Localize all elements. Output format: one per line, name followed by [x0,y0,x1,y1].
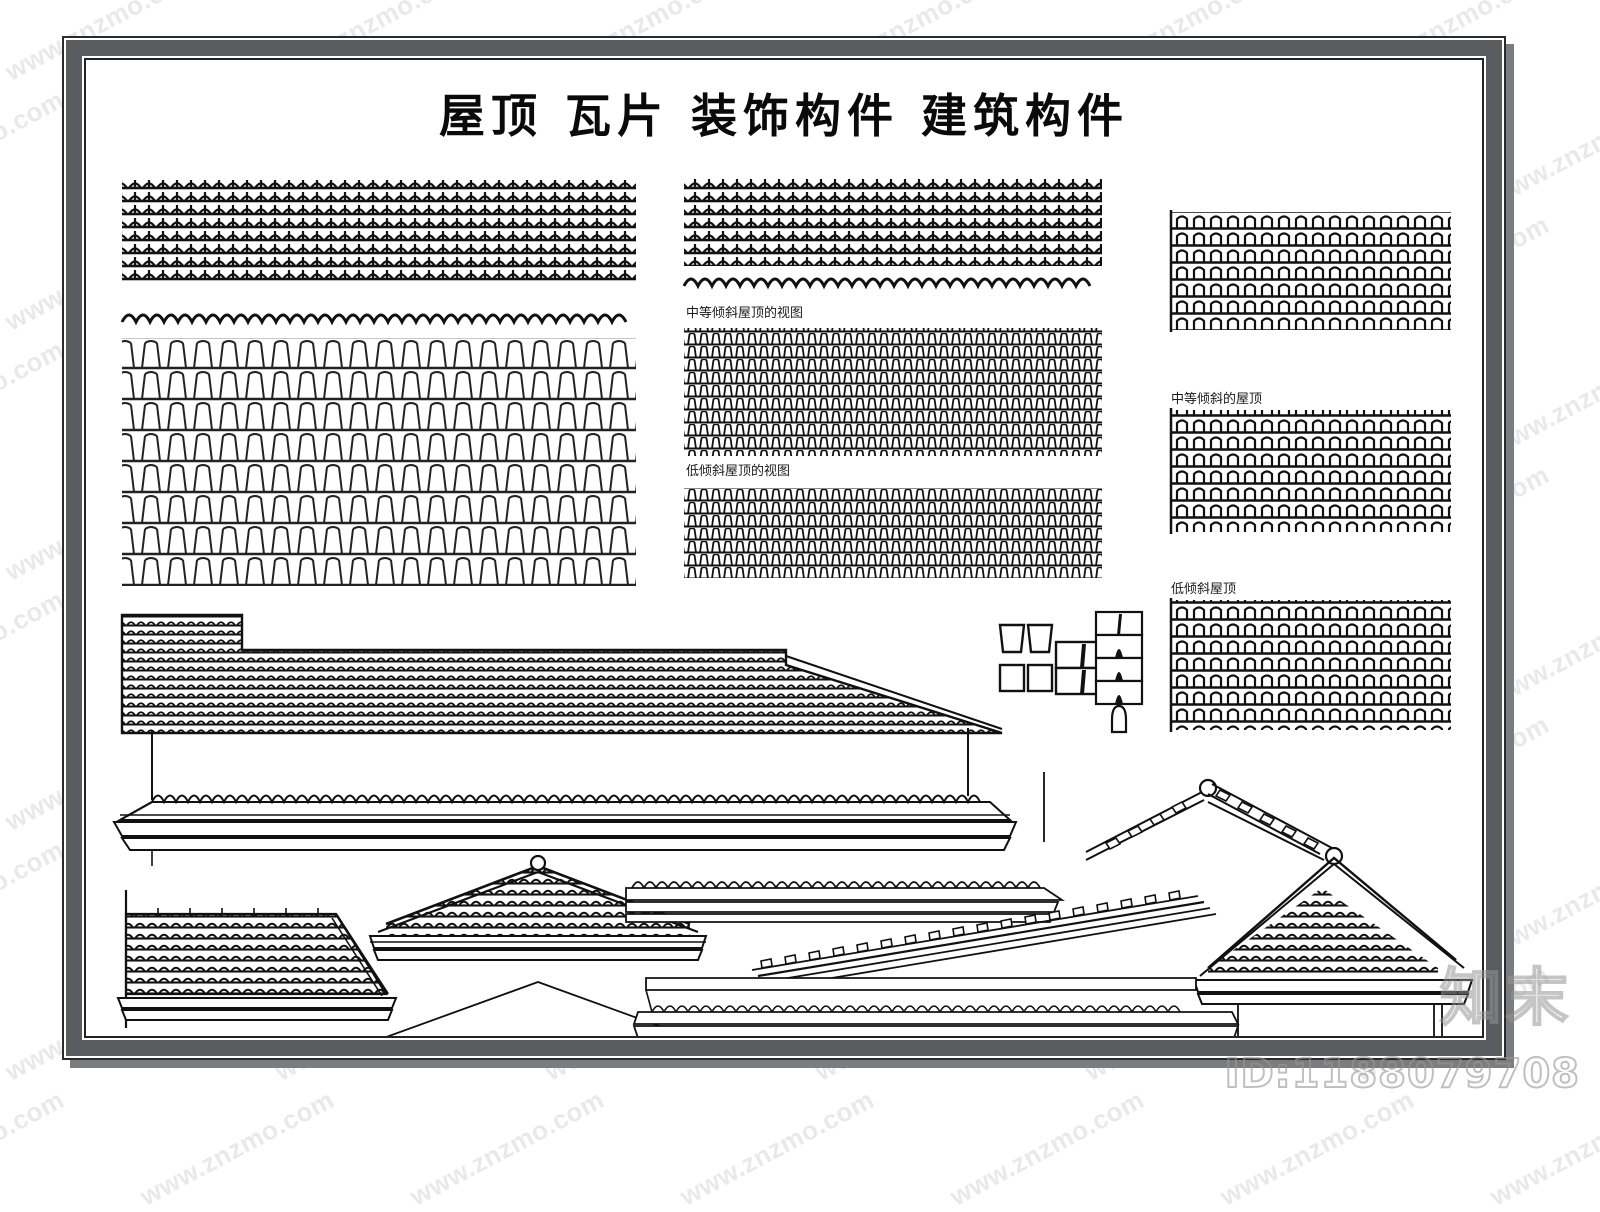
ridge-cap-single [1110,704,1128,734]
left-hip-roof-tiled [116,890,398,1028]
main-ridge [1085,778,1344,866]
watermark-text: www.znzmo.com [0,84,69,212]
right-hip-roof [1192,856,1474,1036]
watermark-text: www.znzmo.com [0,584,69,712]
round-tile-grid-right-low [1169,598,1451,732]
watermark-text: www.znzmo.com [0,334,69,462]
cad-canvas [86,60,1482,1036]
watermark-text: www.znzmo.com [945,1084,1149,1212]
tile-pair-lower [998,663,1054,693]
tile-pair-upper [998,623,1054,654]
site-logo-watermark: 知末 [1439,960,1572,1035]
lower-eave [632,977,1240,1036]
round-tile-grid-right-top [1169,210,1451,332]
watermark-text: www.znzmo.com [675,1084,879,1212]
barrel-tile-field-top-left [122,180,636,282]
watermark-text: www.znzmo.com [0,834,69,962]
cad-vector-drawing [112,178,1474,1036]
wide-eave-elevation [112,728,1018,866]
pointed-tile-grid-mid [684,328,1102,456]
tapered-tile-grid-left [122,338,636,586]
pointed-tile-grid-mid-2 [684,488,1102,578]
round-tile-grid-right-mid [1169,408,1451,534]
drawing-sheet: 屋顶 瓦片 装饰构件 建筑构件 [84,58,1484,1038]
watermark-text: www.znzmo.com [135,1084,339,1212]
frame-band [66,40,1502,1056]
barrel-tile-field-top-mid [684,178,1102,266]
watermark-text: www.znzmo.com [0,1084,69,1212]
tile-column-4 [1094,610,1144,706]
watermark-text: www.znzmo.com [1215,1084,1419,1212]
watermark-text: www.znzmo.com [405,1084,609,1212]
label-low-slope-roof: 低倾斜屋顶 [1171,582,1237,597]
tile-components-group [998,610,1144,734]
label-medium-slope-roof: 中等倾斜的屋顶 [1171,392,1263,407]
label-medium-slope-roof-view: 中等倾斜屋顶的视图 [686,306,804,321]
page-title: 屋顶 瓦片 装饰构件 建筑构件 [438,89,1130,143]
tile-panel-group [120,178,1451,735]
scallop-ridge-mid [682,277,1092,290]
diagonal-ridge [751,890,1217,989]
label-low-slope-roof-view: 低倾斜屋顶的视图 [686,464,791,479]
large-tile-roof-stepped [120,613,1003,735]
watermark-text: www.znzmo.com [1485,1084,1600,1212]
scallop-ridge-left [120,313,628,326]
asset-id-watermark: ID:1188079708 [1224,1050,1580,1098]
